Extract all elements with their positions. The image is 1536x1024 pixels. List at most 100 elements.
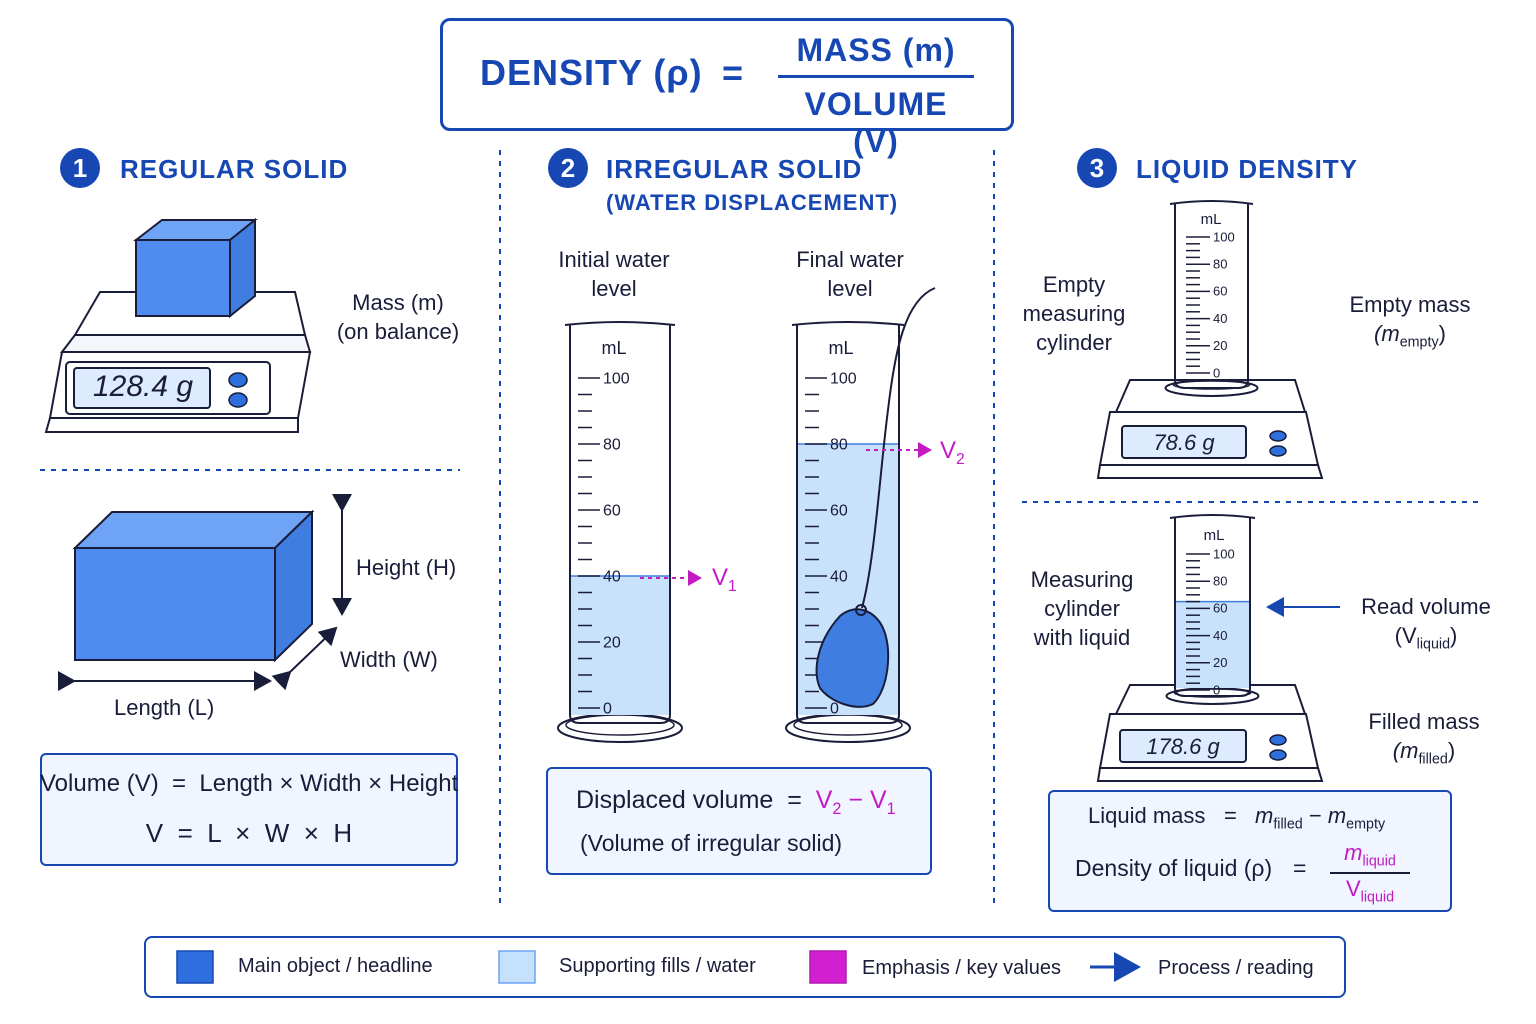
volume-formula-line1: Volume (V) = Length × Width × Height (40, 770, 459, 797)
filled-cyl-line1: Measuring (1030, 567, 1134, 592)
balance-3b (1096, 684, 1324, 782)
tick-label: 60 (1213, 284, 1227, 299)
unit-label: mL (601, 338, 626, 358)
scale-reading-1: 128.4 g (92, 370, 194, 403)
final-level-label: Final water level (776, 245, 924, 303)
mass-label-line2: (on balance) (336, 319, 460, 344)
liquid-mass-expr: mfilled − mempty (1255, 803, 1386, 833)
final-level-line2: level (827, 276, 873, 301)
section-1-title: REGULAR SOLID (120, 154, 349, 184)
cylinder-rim (791, 321, 905, 326)
tick-label: 60 (1213, 601, 1227, 616)
scale-reading-filled: 178.6 g (1146, 734, 1220, 759)
rectangular-box (72, 509, 315, 663)
volume-formula-box (40, 753, 458, 866)
tick-label: 60 (603, 502, 621, 519)
title-fraction-bar (778, 75, 974, 78)
legend-swatch-main (176, 950, 214, 984)
tick-label: 0 (1213, 365, 1220, 380)
displaced-formula-box (546, 767, 932, 875)
mass-label-line1: Mass (m) (352, 290, 444, 315)
tick-label: 80 (1213, 574, 1227, 589)
section-3-badge: 3 (1077, 148, 1117, 188)
empty-cylinder-label: Empty measuring cylinder (1010, 270, 1138, 357)
tick-label: 60 (830, 502, 848, 519)
string-loop (855, 604, 867, 616)
section-1-badge: 1 (60, 148, 100, 188)
cylinder-base (785, 713, 911, 743)
cylinder-base (557, 713, 683, 743)
empty-mass-line2: (mempty) (1374, 321, 1446, 351)
legend-label-process: Process / reading (1158, 957, 1314, 979)
unit-label: mL (1201, 211, 1222, 228)
water-fill (1175, 601, 1250, 688)
cylinder-tube (796, 325, 900, 724)
read-volume-line2: (Vliquid) (1394, 623, 1458, 653)
density-liquid-fraction-bar (1330, 872, 1410, 874)
initial-level-line2: level (591, 276, 637, 301)
empty-cyl-line2: measuring (1022, 301, 1126, 326)
filled-cyl-line2: cylinder (1044, 596, 1120, 621)
legend-swatch-water (498, 950, 536, 984)
density-liquid-equals: = (1293, 855, 1307, 881)
tick-label: 0 (1213, 682, 1220, 697)
filled-mass-label: Filled mass (mfilled) (1356, 707, 1492, 774)
unit-label: mL (1204, 527, 1225, 544)
final-level-line1: Final water (796, 247, 904, 272)
tick-label: 100 (603, 370, 630, 387)
title-density: DENSITY (ρ) (480, 52, 703, 93)
read-volume-line1: Read volume (1361, 594, 1491, 619)
displaced-formula-line1: Displaced volume = V2 − V1 (576, 786, 896, 818)
section-3-title: LIQUID DENSITY (1136, 154, 1359, 184)
density-liquid-denominator: Vliquid (1345, 876, 1395, 906)
legend-label-main: Main object / headline (238, 955, 433, 977)
tick-label: 20 (603, 634, 621, 651)
v1-label: V1 (712, 564, 737, 595)
title-box (440, 18, 1014, 131)
initial-level-line1: Initial water (558, 247, 670, 272)
tick-label: 40 (603, 568, 621, 585)
cylinder-tube (569, 325, 671, 724)
filled-cylinder-label: Measuring cylinder with liquid (1020, 565, 1144, 652)
title-equals: = (722, 52, 744, 93)
volume-formula-line2: V = L × W × H (145, 818, 353, 848)
liquid-mass-equals: = (1224, 803, 1237, 828)
tick-label: 40 (1213, 628, 1227, 643)
scale-reading-empty: 78.6 g (1153, 430, 1215, 455)
mass-label: Mass (m) (on balance) (330, 288, 466, 346)
empty-cyl-line1: Empty (1042, 272, 1106, 297)
tick-label: 100 (830, 370, 857, 387)
tick-label: 40 (830, 568, 848, 585)
section-2-badge: 2 (548, 148, 588, 188)
tick-label: 20 (1213, 338, 1227, 353)
title-denominator: VOLUME (V) (804, 86, 948, 159)
legend (144, 936, 1346, 998)
irregular-stone (815, 608, 890, 708)
width-arrow (271, 626, 338, 691)
tick-label: 80 (1213, 257, 1227, 272)
displaced-formula-line2: (Volume of irregular solid) (580, 830, 843, 856)
section-2-subtitle: (WATER DISPLACEMENT) (606, 190, 899, 215)
read-volume-label: Read volume (Vliquid) (1356, 592, 1496, 659)
legend-label-emphasis: Emphasis / key values (862, 957, 1061, 979)
tick-label: 0 (830, 700, 839, 717)
string (861, 287, 936, 609)
filled-mass-line1: Filled mass (1368, 709, 1480, 734)
filled-cyl-line3: with liquid (1033, 625, 1131, 650)
legend-label-water: Supporting fills / water (559, 955, 756, 977)
cylinder-tube (1174, 204, 1249, 389)
unit-label: mL (828, 338, 853, 358)
tick-label: 20 (1213, 655, 1227, 670)
tick-label: 40 (1213, 311, 1227, 326)
width-label: Width (W) (340, 647, 438, 672)
section-2-title: IRREGULAR SOLID (606, 154, 863, 184)
initial-level-label: Initial water level (540, 245, 688, 303)
empty-cyl-line3: cylinder (1036, 330, 1112, 355)
liquid-mass-label: Liquid mass (1088, 803, 1206, 828)
density-liquid-numerator: mliquid (1344, 840, 1396, 870)
length-label: Length (L) (114, 695, 215, 720)
